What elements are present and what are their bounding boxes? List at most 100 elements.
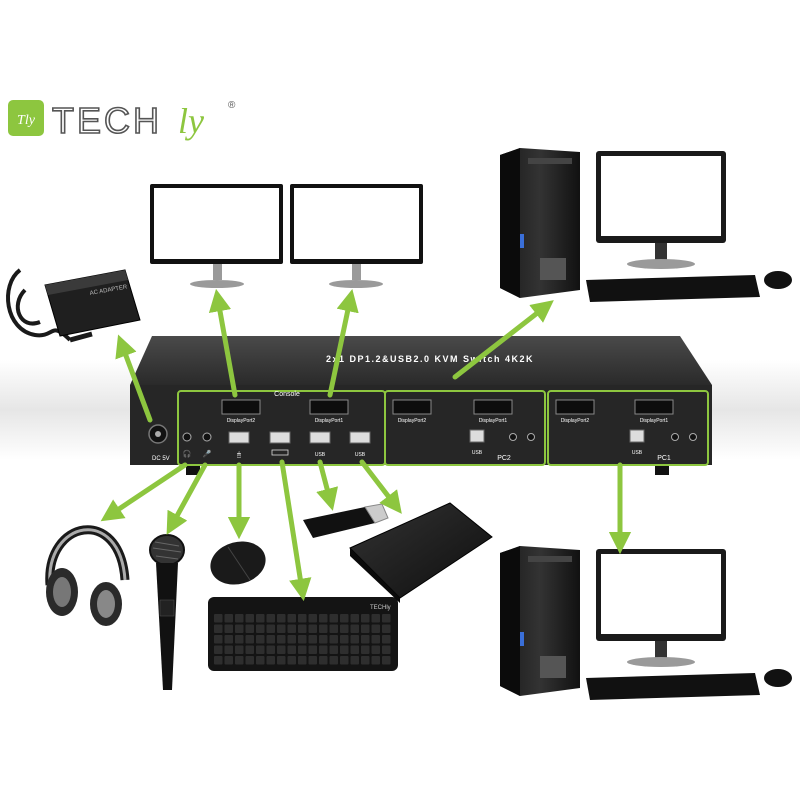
keyboard-key — [235, 645, 244, 654]
keyboard-key — [298, 645, 307, 654]
keyboard-key — [371, 656, 380, 665]
usb-mouse-port — [228, 431, 250, 444]
keyboard-key — [266, 656, 275, 665]
pc2-usb-b-port — [469, 429, 485, 443]
usb-keyboard-port — [269, 431, 291, 444]
keyboard-key — [235, 635, 244, 644]
keyboard-key — [298, 656, 307, 665]
keyboard-key — [350, 656, 359, 665]
kvm-switch: 2x1 DP1.2&USB2.0 KVM Switch 4K2K DC 5V C… — [130, 336, 712, 475]
keyboard-key — [350, 635, 359, 644]
keyboard-key — [245, 614, 254, 623]
keyboard-key — [287, 635, 296, 644]
headphones — [45, 525, 130, 626]
keyboard-key — [382, 635, 391, 644]
pc2-microphone-jack — [527, 433, 535, 441]
keyboard-key — [329, 614, 338, 623]
pc1-displayport2 — [555, 399, 595, 415]
keyboard-key — [382, 624, 391, 633]
console-port-group: Console DisplayPort2 DisplayPort1 🎧 🎤 🖱 … — [177, 390, 386, 466]
keyboard-key — [382, 645, 391, 654]
pc2-label: PC2 — [497, 455, 511, 462]
pc-top — [500, 148, 792, 302]
keyboard-key — [266, 624, 275, 633]
keyboard-key — [256, 656, 265, 665]
keyboard-key — [214, 635, 223, 644]
keyboard-key — [371, 645, 380, 654]
keyboard-key — [371, 624, 380, 633]
keyboard-key — [245, 635, 254, 644]
keyboard-key — [371, 635, 380, 644]
pc1-dp1-label: DisplayPort1 — [640, 418, 669, 424]
keyboard-key — [350, 645, 359, 654]
keyboard-key — [350, 624, 359, 633]
keyboard-key — [224, 635, 233, 644]
console-dp2-label: DisplayPort2 — [227, 418, 256, 424]
pc2-displayport1 — [473, 399, 513, 415]
keyboard-key — [361, 656, 370, 665]
keyboard-key — [245, 645, 254, 654]
console-label: Console — [274, 391, 300, 398]
keyboard-key — [235, 624, 244, 633]
keyboard-key — [256, 645, 265, 654]
pc1-dp2-label: DisplayPort2 — [561, 418, 590, 424]
keyboard-key — [340, 624, 349, 633]
keyboard: TECHly — [208, 597, 398, 671]
keyboard-key — [214, 624, 223, 633]
logo-mark-icon — [8, 100, 44, 136]
keyboard-key — [266, 614, 275, 623]
keyboard-key — [319, 614, 328, 623]
logo-name: TECH — [52, 100, 162, 141]
keyboard-key — [277, 656, 286, 665]
arrow-pc2-to-top-pc — [452, 300, 554, 380]
keyboard-key — [235, 656, 244, 665]
power-led-icon — [520, 234, 524, 248]
console-displayport2 — [221, 399, 261, 415]
pc1-microphone-jack — [689, 433, 697, 441]
keyboard-key — [214, 614, 223, 623]
connection-arrows — [100, 288, 632, 602]
keyboard-key — [235, 614, 244, 623]
pc-bottom — [500, 546, 792, 700]
keyboard-key — [308, 624, 317, 633]
power-led-icon — [520, 632, 524, 646]
keyboard-key — [277, 614, 286, 623]
keyboard-key — [319, 645, 328, 654]
keyboard-key — [340, 656, 349, 665]
keyboard-key — [224, 624, 233, 633]
arrow-to-keyboard — [279, 459, 312, 602]
arrow-power-to-adapter — [115, 334, 153, 423]
keyboard-key — [224, 645, 233, 654]
keyboard-key — [371, 614, 380, 623]
keyboard-key — [287, 645, 296, 654]
pc2-outline — [384, 390, 546, 466]
keyboard-port-icon — [271, 449, 289, 456]
keyboard-key — [245, 656, 254, 665]
keyboard-key — [319, 656, 328, 665]
usb-port-a — [309, 431, 331, 444]
monitor-left — [150, 184, 283, 288]
keyboard-key — [340, 645, 349, 654]
wireless-mouse — [210, 541, 266, 585]
keyboard-key — [224, 656, 233, 665]
console-dp1-label: DisplayPort1 — [315, 418, 344, 424]
arrow-to-hard-drive — [359, 459, 402, 514]
keyboard-key — [224, 614, 233, 623]
keyboard-key — [329, 645, 338, 654]
keyboard-key — [308, 645, 317, 654]
keyboard-key — [361, 645, 370, 654]
keyboard-key — [329, 656, 338, 665]
keyboard-key — [298, 614, 307, 623]
keyboard-key — [266, 645, 275, 654]
pc1-headphone-jack — [671, 433, 679, 441]
logo-registered-mark: ® — [228, 100, 236, 111]
keyboard-key — [361, 624, 370, 633]
keyboard-key — [329, 635, 338, 644]
pc2-headphone-jack — [509, 433, 517, 441]
keyboard-key — [287, 656, 296, 665]
dc-power-label: DC 5V — [152, 456, 170, 462]
keyboard-key — [214, 645, 223, 654]
pc1-outline — [547, 390, 709, 466]
pc1-usb-label: USB — [632, 450, 643, 456]
